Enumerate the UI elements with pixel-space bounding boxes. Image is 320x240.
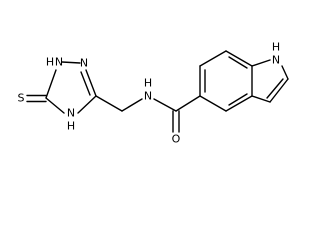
bond-n1-c2 <box>281 65 289 80</box>
molecule-drawing: S H N N N H N H O H N <box>18 41 289 146</box>
atom-labels: S H N N N H N H O H N <box>18 41 281 146</box>
bond-c3-c3a <box>251 95 271 103</box>
bond-c5-c4 <box>199 95 227 112</box>
atom-indole-n-hydrogen: H <box>272 41 280 54</box>
bond-c7-c6 <box>199 50 227 67</box>
bond-c4-c3a <box>225 95 253 112</box>
bond-n4h-c5 <box>45 97 65 114</box>
bond-carbonyl-c-ring <box>175 95 201 112</box>
atom-amide-n: N <box>144 90 152 103</box>
bond-n1h-n2 <box>61 61 81 64</box>
bond-inner-c4-c3a <box>228 93 248 106</box>
bond-c3-n4h <box>77 95 97 114</box>
bond-n2-c3-double-b <box>80 71 91 96</box>
bond-amide-n-carbonyl-c <box>153 98 177 112</box>
atom-s-thione: S <box>18 92 25 105</box>
bonds <box>26 50 289 133</box>
bond-inner-c7-c7a <box>228 56 248 69</box>
atom-carbonyl-o: O <box>172 133 181 146</box>
atom-n2: N <box>80 57 88 70</box>
bond-c7a-n1 <box>251 59 271 67</box>
atom-n4: N <box>67 107 75 120</box>
bond-c7a-c7 <box>225 50 253 67</box>
structure-canvas: S H N N N H N H O H N <box>18 41 289 146</box>
bond-ch2-amide-n <box>121 98 143 112</box>
atom-amide-n-hydrogen: H <box>144 77 152 90</box>
bond-n2-c3-double-a <box>85 69 97 97</box>
atom-n1: N <box>55 56 63 69</box>
atom-indole-n: N <box>272 54 280 67</box>
atom-n4-hydrogen: H <box>67 120 75 133</box>
bond-c5-n1h <box>45 69 57 99</box>
bond-c3-ch2 <box>95 95 123 112</box>
atom-n1-hydrogen: H <box>46 56 54 69</box>
bond-c2-c3-double-a <box>269 78 289 103</box>
bond-c2-c3-double-b <box>266 78 284 99</box>
